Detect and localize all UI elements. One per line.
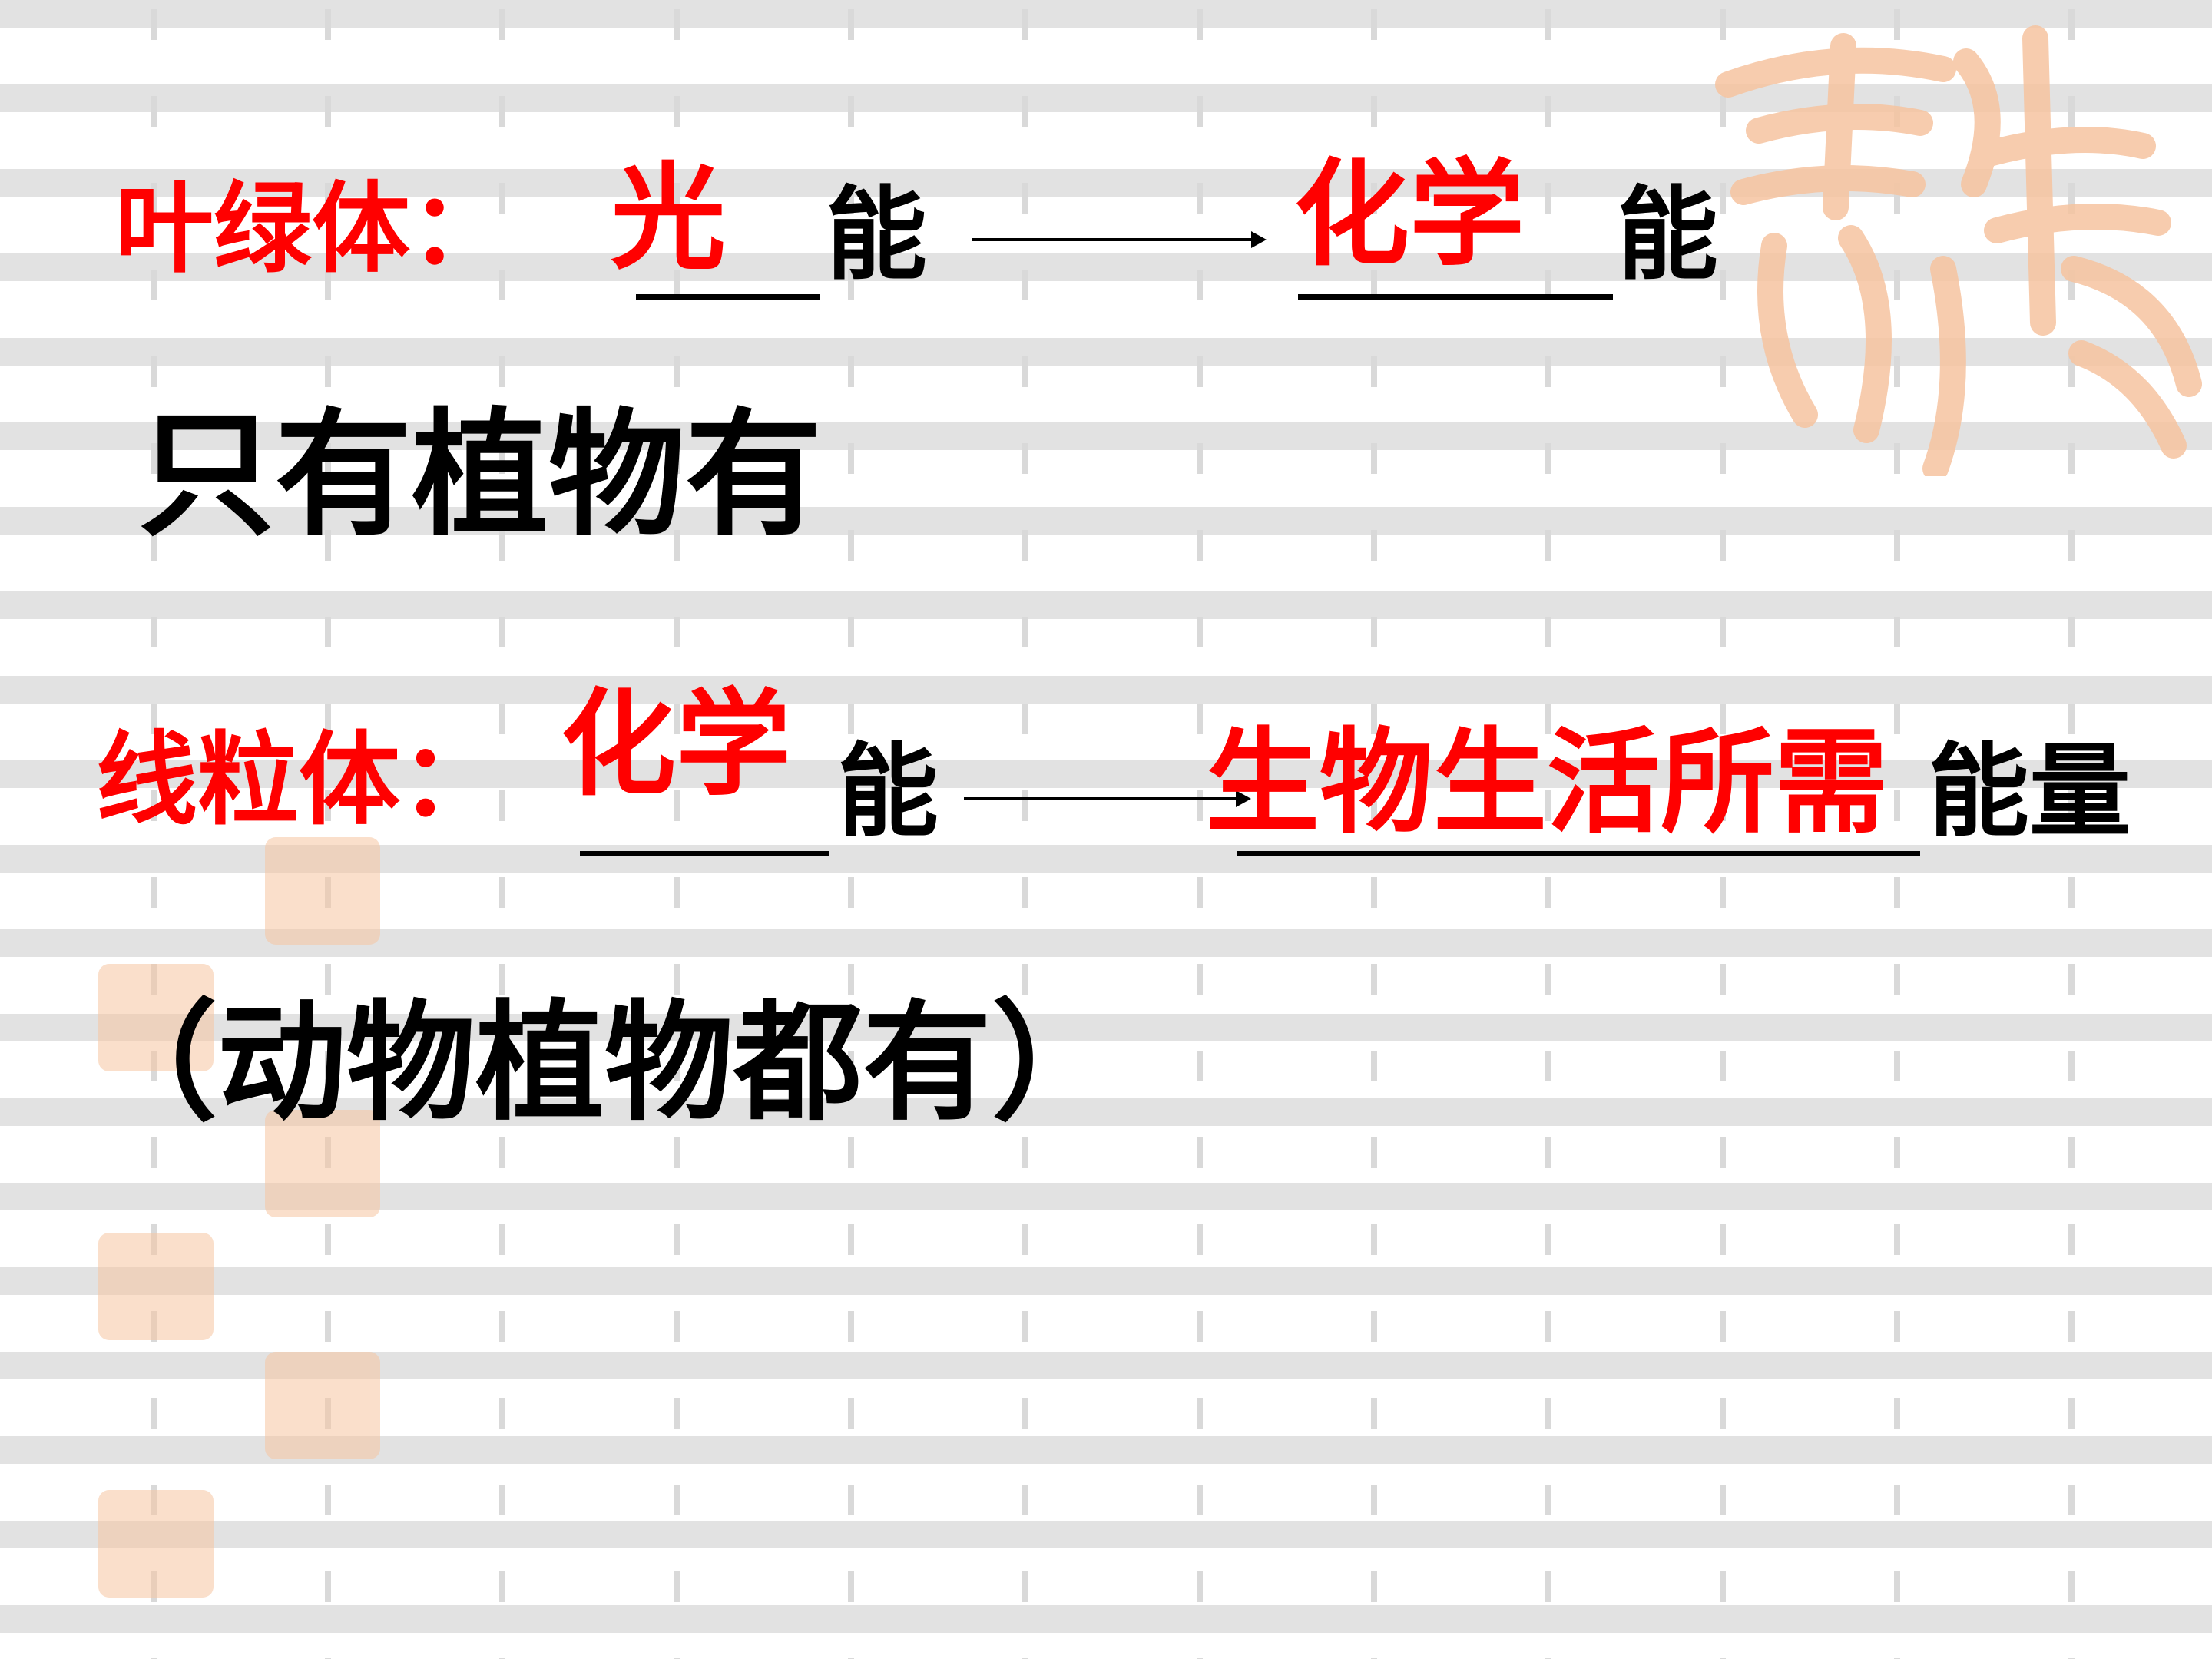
mitochondria-answer-2: 生物生活所需	[1206, 717, 1888, 849]
chloroplast-blank-2-underline	[1298, 294, 1613, 300]
chloroplast-blank-1-underline	[636, 294, 820, 300]
mitochondria-blank-1-underline	[580, 851, 830, 856]
chloroplast-answer-2: 化学	[1294, 148, 1525, 282]
right-arrow-icon	[972, 231, 1267, 248]
chloroplast-energy-1: 能	[826, 176, 927, 294]
chloroplast-energy-2: 能	[1617, 176, 1718, 294]
chloroplast-note: 只有植物有	[138, 396, 822, 555]
mitochondria-note: （动物植物都有）	[88, 988, 1121, 1138]
seal-watermark-icon	[98, 1490, 214, 1598]
seal-watermark-icon	[98, 1233, 214, 1340]
mitochondria-energy-2: 能量	[1928, 733, 2131, 851]
mitochondria-energy-1: 能	[837, 733, 939, 851]
seal-watermark-icon	[265, 1110, 380, 1217]
seal-watermark-icon	[265, 837, 380, 945]
seal-watermark-icon	[1715, 25, 2202, 476]
mitochondria-answer-1: 化学	[561, 678, 792, 812]
right-arrow-icon	[964, 790, 1251, 807]
chloroplast-label: 叶绿体：	[115, 172, 509, 286]
seal-watermark-icon	[265, 1352, 380, 1459]
chloroplast-answer-1: 光	[611, 152, 727, 286]
seal-watermark-icon	[98, 964, 214, 1071]
mitochondria-blank-2-underline	[1237, 851, 1920, 856]
mitochondria-label: 线粒体：	[96, 721, 502, 839]
